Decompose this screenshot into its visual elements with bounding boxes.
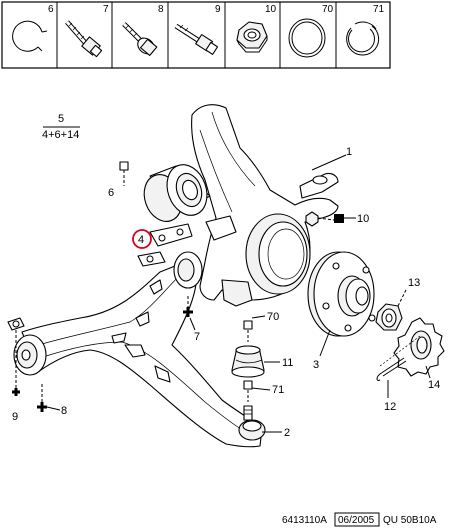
callout-3: 3 xyxy=(313,359,319,371)
header-part-9: 9 xyxy=(215,4,221,15)
split-ring-icon xyxy=(346,21,380,56)
ball-joint-stud xyxy=(238,405,266,441)
bolt-with-nut-icon xyxy=(65,20,103,58)
header-part-71: 71 xyxy=(373,4,385,15)
callout-6: 6 xyxy=(108,187,114,199)
highlight-circle-4 xyxy=(132,229,152,249)
kit-number: 5 xyxy=(58,113,64,125)
header-part-70: 70 xyxy=(322,4,334,15)
nut-retainer xyxy=(393,317,445,377)
callout-8: 8 xyxy=(61,405,67,417)
kit-label: 5 4+6+14 xyxy=(42,113,80,141)
ball-joint-boot xyxy=(231,345,265,378)
footer-date: 06/2005 xyxy=(338,515,375,526)
ring-71-marker xyxy=(243,380,271,402)
callout-1: 1 xyxy=(346,146,352,158)
steering-knuckle xyxy=(191,104,339,307)
diagram-footer: 6413110A 06/2005 QU 50B10A xyxy=(282,512,437,527)
header-part-7: 7 xyxy=(103,4,109,15)
bolt-8-marker xyxy=(37,384,61,412)
header-part-10: 10 xyxy=(265,4,277,15)
callout-70: 70 xyxy=(267,311,279,323)
callout-14: 14 xyxy=(428,379,440,391)
header-part-6: 6 xyxy=(48,4,54,15)
ring-70-marker xyxy=(243,315,266,342)
callout-12: 12 xyxy=(384,401,396,413)
callout-2: 2 xyxy=(284,427,290,439)
footer-code: QU 50B10A xyxy=(383,515,437,526)
bearing-6-marker xyxy=(119,161,129,186)
header-part-8: 8 xyxy=(158,4,164,15)
kit-contents: 4+6+14 xyxy=(42,129,79,141)
clamp-plate-part-4 xyxy=(137,223,193,267)
callout-11: 11 xyxy=(282,357,293,369)
thin-ring-icon xyxy=(288,18,326,58)
callout-10: 10 xyxy=(357,213,369,225)
hub-nut xyxy=(375,303,403,331)
long-bolt-icon xyxy=(174,23,219,55)
hex-nut-icon xyxy=(236,21,268,53)
callout-9: 9 xyxy=(12,411,18,423)
callout-7: 7 xyxy=(194,331,200,343)
parts-header: 6 7 8 9 xyxy=(1,1,391,69)
bolt-9-marker xyxy=(7,317,25,396)
flange-bolt-icon xyxy=(122,22,158,57)
wheel-bearing xyxy=(143,164,211,222)
callout-71: 71 xyxy=(272,384,284,396)
callout-13: 13 xyxy=(408,277,420,289)
footer-ref: 6413110A xyxy=(282,515,327,526)
callout-4: 4 xyxy=(138,234,144,246)
snap-ring-icon xyxy=(12,20,48,52)
nut-10-marker xyxy=(305,211,356,227)
bolt-7-marker xyxy=(183,296,196,331)
lower-control-arm xyxy=(13,251,263,448)
wheel-hub xyxy=(307,251,376,337)
split-pin xyxy=(376,335,421,381)
